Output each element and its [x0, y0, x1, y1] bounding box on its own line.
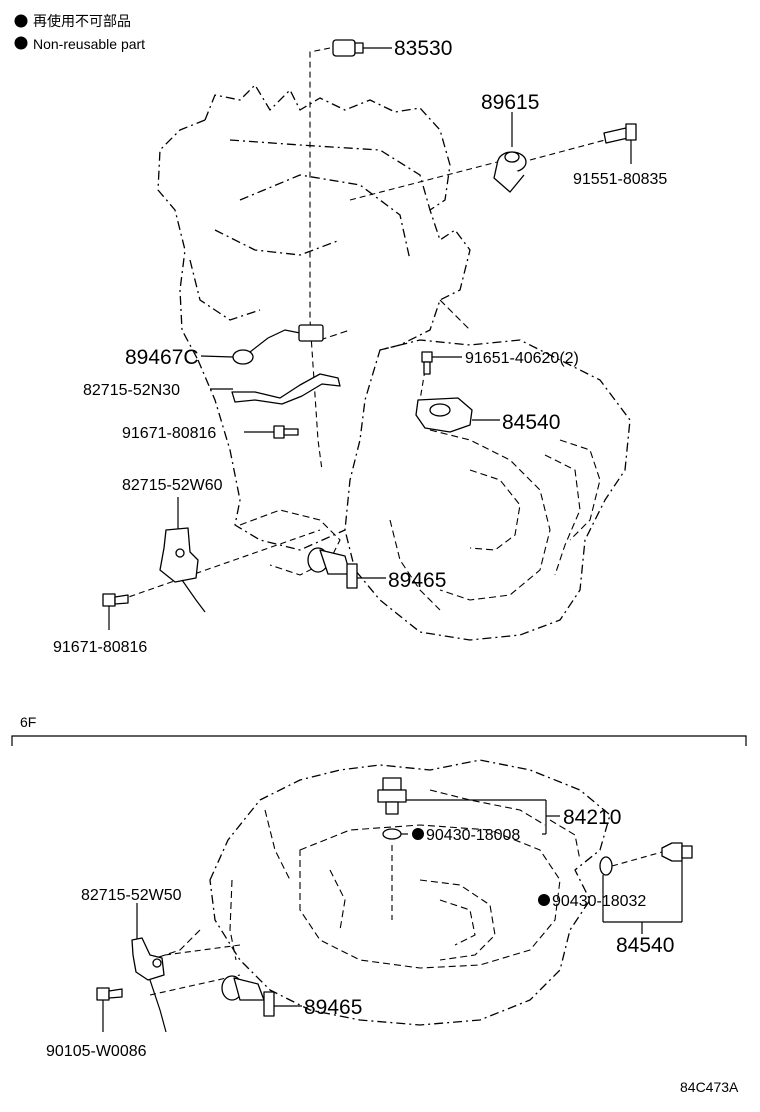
- legend-label-en: Non-reusable part: [33, 36, 145, 52]
- part-83530-switch[interactable]: [332, 39, 392, 57]
- non-reusable-dot-icon: [412, 828, 424, 840]
- legend: 再使用不可部品 Non-reusable part: [14, 13, 145, 52]
- bottom-transaxle-outline: [149, 759, 611, 1026]
- part-90105-w0086-bolt[interactable]: [96, 987, 123, 1032]
- callout-82715-52n30[interactable]: 82715-52N30: [83, 382, 180, 399]
- part-91551-bolt[interactable]: [603, 123, 637, 164]
- callout-90430-18008[interactable]: 90430-18008: [426, 827, 520, 844]
- part-82715-52w50-bracket[interactable]: [131, 903, 167, 1033]
- drawing-code: 84C473A: [680, 1079, 739, 1095]
- part-91671-80816-bolt-b[interactable]: [102, 593, 129, 630]
- guide-line-84540-top: [419, 369, 426, 401]
- guide-line-bracket-bottom: [164, 944, 241, 956]
- part-82715-52w60-bracket[interactable]: [159, 497, 206, 613]
- callout-89465-top[interactable]: 89465: [388, 569, 446, 592]
- callout-83530[interactable]: 83530: [394, 37, 452, 60]
- part-84540-neutral-switch[interactable]: [415, 397, 500, 433]
- part-84210-speed-sensor[interactable]: [377, 777, 560, 834]
- guide-line-91551: [529, 139, 606, 161]
- callout-91671-80816-a[interactable]: 91671-80816: [122, 425, 216, 442]
- top-engine-outline: [157, 84, 631, 641]
- non-reusable-dot-icon: [14, 14, 28, 28]
- part-84540-bottom-switch[interactable]: [603, 842, 693, 934]
- callout-82715-52w60[interactable]: 82715-52W60: [122, 477, 223, 494]
- legend-label-jp: 再使用不可部品: [33, 13, 131, 29]
- callout-84210[interactable]: 84210: [563, 806, 621, 829]
- callout-89465-bottom[interactable]: 89465: [304, 996, 362, 1019]
- part-91651-40620-bolt[interactable]: [421, 351, 462, 375]
- guide-line-89615: [349, 159, 506, 201]
- callout-91651-40620[interactable]: 91651-40620(2): [465, 350, 579, 367]
- part-91671-80816-bolt-a[interactable]: [244, 425, 299, 439]
- guide-line-89465-bottom: [149, 974, 241, 996]
- non-reusable-dot-icon: [538, 894, 550, 906]
- guide-line-84540-bottom: [611, 851, 663, 867]
- callout-82715-52w50[interactable]: 82715-52W50: [81, 887, 182, 904]
- part-89467c-oxygen-sensor[interactable]: [200, 324, 324, 365]
- part-82715-52n30-bracket[interactable]: [210, 373, 341, 405]
- callout-90430-18032[interactable]: 90430-18032: [552, 893, 646, 910]
- callout-91551-80835[interactable]: 91551-80835: [573, 171, 667, 188]
- section-divider: 6F: [11, 714, 747, 746]
- part-90430-18032-gasket[interactable]: [599, 856, 613, 922]
- guide-line-83530: [309, 47, 331, 471]
- part-90430-18008-gasket[interactable]: [382, 828, 546, 840]
- callout-84540-top[interactable]: 84540: [502, 411, 560, 434]
- callout-91671-80816-b[interactable]: 91671-80816: [53, 639, 147, 656]
- variant-label-6f: 6F: [20, 714, 36, 730]
- callout-89467c[interactable]: 89467C: [125, 346, 199, 369]
- non-reusable-dot-icon: [14, 36, 28, 50]
- guide-line-89465: [119, 529, 321, 601]
- part-89465-speed-sensor-bottom[interactable]: [221, 975, 302, 1017]
- callout-84540-bottom[interactable]: 84540: [616, 934, 674, 957]
- part-89615-knock-sensor[interactable]: [493, 112, 527, 193]
- part-89465-speed-sensor-top[interactable]: [307, 547, 386, 589]
- callout-89615[interactable]: 89615: [481, 91, 539, 114]
- callout-90105-w0086[interactable]: 90105-W0086: [46, 1043, 147, 1060]
